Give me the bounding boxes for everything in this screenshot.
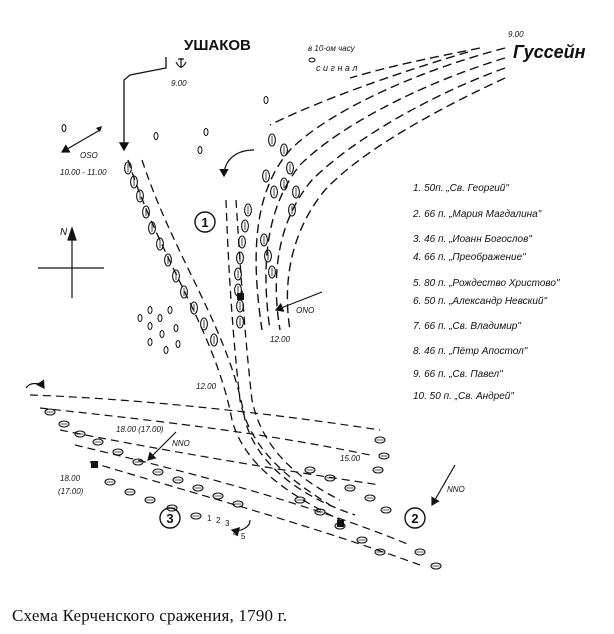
turkish-tracks <box>255 47 506 331</box>
flagship-markers <box>91 293 344 527</box>
time-hussein-start: 9.00 <box>508 30 524 39</box>
legend-item: 8. 46 п. „Пётр Апостол" <box>413 346 528 357</box>
commander-turkish: Гуссейн <box>513 42 586 62</box>
legend-item: 5. 80 п. „Рождество Христово" <box>413 278 560 289</box>
time-18b-2: (17.00) <box>58 487 84 496</box>
svg-text:2: 2 <box>411 511 418 526</box>
ship-number-5: 5 <box>241 532 246 541</box>
russian-tracks <box>127 159 356 521</box>
wind-label-oso: OSO <box>80 151 98 160</box>
ship-number-1: 1 <box>207 514 212 523</box>
battle-map: 1 2 3 УШАКОВ Гуссейн в 10-ом часу с и г … <box>25 30 586 570</box>
legend-item: 3. 46 п. „Иоанн Богослов" <box>413 234 532 245</box>
wind-arrow-ono <box>274 291 323 312</box>
legend-item: 7. 66 п. „Св. Владимир" <box>413 321 521 332</box>
wind-label-ono: ONO <box>296 306 314 315</box>
anchor-icon <box>175 58 187 68</box>
compass-icon <box>38 226 104 298</box>
phase2-ships <box>294 436 442 570</box>
time-18b-1: 18.00 <box>60 474 81 483</box>
compass-label: N <box>60 227 68 238</box>
commander-russian: УШАКОВ <box>184 37 251 54</box>
wind-arrow-oso <box>60 126 102 153</box>
phase-marker-1: 1 <box>194 211 216 233</box>
svg-text:1: 1 <box>201 215 208 230</box>
legend-item: 9. 66 п. „Св. Павел" <box>413 369 503 380</box>
wind-arrow-nno-b <box>431 464 456 507</box>
ship-number-3: 3 <box>225 519 230 528</box>
legend-item: 6. 50 п. „Александр Невский" <box>413 296 547 307</box>
ship-legend: 1. 50п. „Св. Георгий" 2. 66 п. „Мария Ма… <box>412 183 560 402</box>
phase-marker-3: 3 <box>159 507 181 529</box>
ship-number-4: 4 <box>233 529 238 538</box>
wind-label-nno-b: NNO <box>447 485 465 494</box>
ship-number-2: 2 <box>216 516 221 525</box>
time-18a: 18.00 (17.00) <box>116 425 164 434</box>
map-caption: Схема Керченского сражения, 1790 г. <box>12 606 288 625</box>
time-12b: 12.00 <box>196 382 217 391</box>
wind-label-nno-a: NNO <box>172 439 190 448</box>
legend-item: 4. 66 п. „Преображение" <box>413 251 526 263</box>
time-12a: 12.00 <box>270 335 291 344</box>
legend-item: 1. 50п. „Св. Георгий" <box>413 183 509 194</box>
turkish-ships-top <box>262 133 300 217</box>
svg-text:3: 3 <box>166 511 173 526</box>
legend-item: 2. 66 п. „Мария Магдалина" <box>412 209 542 220</box>
signal-note-line1: в 10-ом часу <box>308 44 356 53</box>
time-15: 15.00 <box>340 454 361 463</box>
russian-approach-line <box>118 57 187 152</box>
phase-marker-2: 2 <box>404 507 426 529</box>
signal-note-line2: с и г н а л <box>316 63 357 73</box>
maneuver-arrows <box>25 149 255 537</box>
time-course-oso: 10.00 - 11.00 <box>60 168 107 177</box>
time-ushakov-start: 9.00 <box>171 79 187 88</box>
later-tracks <box>29 394 421 566</box>
reserve-ships <box>61 96 269 354</box>
legend-item: 10. 50 п. „Св. Андрей" <box>413 391 514 402</box>
wind-arrow-nno-a <box>147 431 177 461</box>
